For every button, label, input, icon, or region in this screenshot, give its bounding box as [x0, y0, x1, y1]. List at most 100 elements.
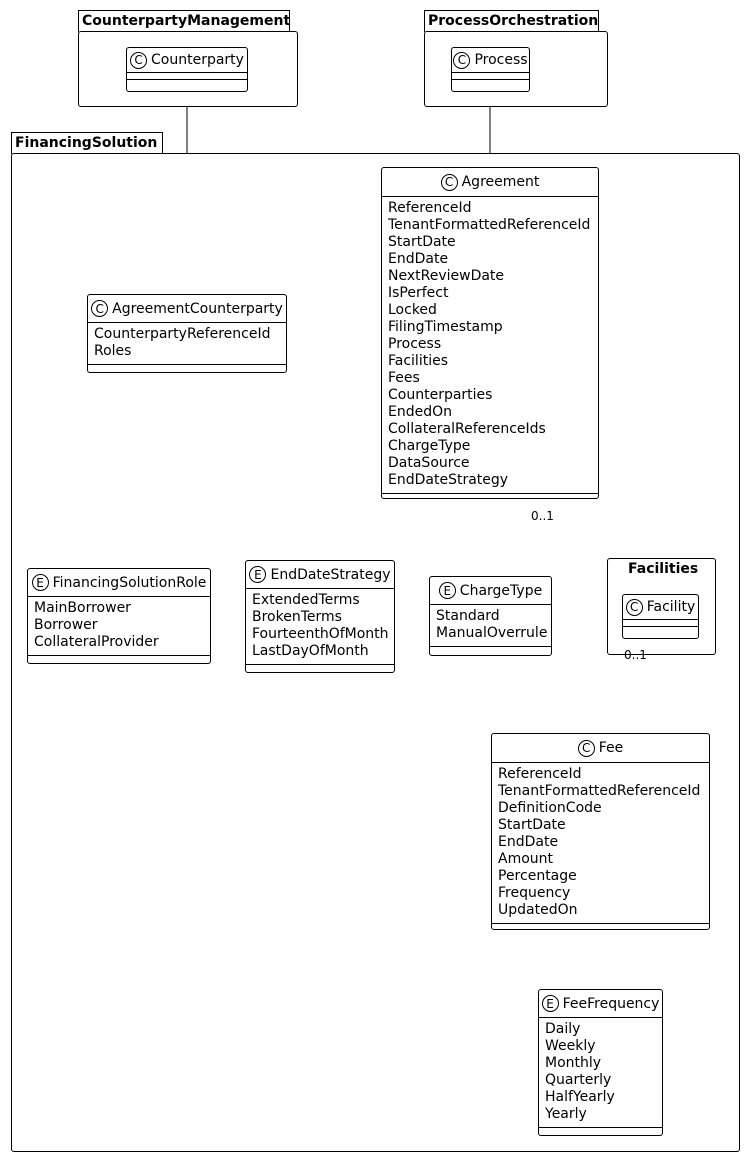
class-name: Agreement — [461, 174, 540, 190]
attribute: EndDate — [388, 251, 449, 267]
class-name: Process — [474, 52, 528, 68]
attribute: Frequency — [498, 885, 571, 901]
enum-value: BrokenTerms — [252, 609, 342, 625]
attribute: Percentage — [498, 868, 577, 884]
attribute: EndedOn — [388, 404, 452, 420]
package-title-counterparty-management: CounterpartyManagement — [82, 13, 291, 29]
class-badge-icon: C — [453, 51, 471, 69]
class-badge-icon: C — [91, 300, 109, 317]
package-tab-process-orchestration: ProcessOrchestration — [424, 10, 599, 32]
enum-name: ChargeType — [459, 582, 543, 599]
attribute: StartDate — [498, 817, 566, 833]
attribute: TenantFormattedReferenceId — [498, 783, 701, 799]
attribute: CounterpartyReferenceId — [94, 326, 271, 342]
attribute: CollateralReferenceIds — [388, 421, 546, 437]
enum-value: Yearly — [545, 1106, 587, 1122]
enum-value: Weekly — [545, 1038, 596, 1054]
attribute: ReferenceId — [498, 766, 582, 782]
enum-name: FeeFrequency — [562, 995, 660, 1012]
attribute: DefinitionCode — [498, 800, 602, 816]
attribute: IsPerfect — [388, 285, 449, 301]
class-header: C Fee — [492, 734, 709, 762]
attribute: Facilities — [388, 353, 448, 369]
enum-value: ManualOverrule — [436, 625, 548, 641]
class-name: Facility — [646, 599, 696, 615]
enum-header: E FinancingSolutionRole — [28, 569, 210, 596]
attribute: ChargeType — [388, 438, 471, 454]
multiplicity-facility-fee: 0..1 — [624, 648, 647, 662]
class-header: C Process — [452, 48, 529, 72]
class-header: C Counterparty — [127, 48, 247, 72]
attribute: ReferenceId — [388, 200, 472, 216]
attribute: Counterparties — [388, 387, 493, 403]
attribute: Amount — [498, 851, 554, 867]
enum-fee-frequency[interactable]: E FeeFrequency Daily Weekly Monthly Quar… — [538, 989, 663, 1136]
enum-value: Monthly — [545, 1055, 602, 1071]
class-name: Fee — [598, 740, 624, 756]
package-title-financing-solution: FinancingSolution — [15, 135, 158, 151]
attribute: Process — [388, 336, 442, 352]
package-title-process-orchestration: ProcessOrchestration — [428, 13, 599, 29]
class-name: Counterparty — [151, 52, 244, 68]
package-tab-financing-solution: FinancingSolution — [11, 132, 163, 154]
enum-end-date-strategy[interactable]: E EndDateStrategy ExtendedTerms BrokenTe… — [245, 560, 395, 673]
attribute: UpdatedOn — [498, 902, 578, 918]
class-counterparty[interactable]: C Counterparty — [126, 47, 248, 92]
package-title-facilities: Facilities — [628, 561, 699, 577]
class-badge-icon: C — [130, 51, 148, 69]
attribute: FilingTimestamp — [388, 319, 503, 335]
enum-value-list: MainBorrower Borrower CollateralProvider — [28, 597, 210, 655]
attribute: DataSource — [388, 455, 470, 471]
package-tab-counterparty-management: CounterpartyManagement — [78, 10, 290, 32]
enum-badge-icon: E — [541, 995, 559, 1012]
attribute: StartDate — [388, 234, 456, 250]
enum-badge-icon: E — [31, 574, 49, 591]
enum-charge-type[interactable]: E ChargeType Standard ManualOverrule — [429, 576, 552, 656]
class-agreement[interactable]: C Agreement ReferenceId TenantFormattedR… — [381, 167, 599, 499]
enum-financing-solution-role[interactable]: E FinancingSolutionRole MainBorrower Bor… — [27, 568, 211, 664]
enum-value: HalfYearly — [545, 1089, 615, 1105]
enum-badge-icon: E — [438, 582, 456, 599]
enum-name: FinancingSolutionRole — [52, 574, 207, 591]
enum-value: FourteenthOfMonth — [252, 626, 389, 642]
enum-name: EndDateStrategy — [270, 566, 391, 583]
enum-value: LastDayOfMonth — [252, 643, 369, 659]
multiplicity-agreement-fee: 0..1 — [531, 509, 554, 523]
attribute: TenantFormattedReferenceId — [388, 217, 591, 233]
attribute-list: CounterpartyReferenceId Roles — [88, 323, 286, 364]
class-badge-icon: C — [440, 173, 458, 191]
attribute-list: ReferenceId TenantFormattedReferenceId D… — [492, 763, 709, 923]
class-header: C Facility — [623, 595, 698, 619]
class-process[interactable]: C Process — [451, 47, 530, 92]
attribute: Locked — [388, 302, 437, 318]
attribute: Fees — [388, 370, 420, 386]
attribute: NextReviewDate — [388, 268, 505, 284]
attribute: EndDateStrategy — [388, 472, 509, 488]
enum-value-list: ExtendedTerms BrokenTerms FourteenthOfMo… — [246, 589, 394, 664]
attribute: EndDate — [498, 834, 559, 850]
enum-value: ExtendedTerms — [252, 592, 360, 608]
enum-value: Quarterly — [545, 1072, 612, 1088]
attribute-list: ReferenceId TenantFormattedReferenceId S… — [382, 197, 598, 493]
enum-header: E EndDateStrategy — [246, 561, 394, 588]
class-header: C Agreement — [382, 168, 598, 196]
class-facility[interactable]: C Facility — [622, 594, 699, 639]
class-name: AgreementCounterparty — [112, 300, 283, 317]
enum-header: E ChargeType — [430, 577, 551, 604]
enum-value-list: Standard ManualOverrule — [430, 605, 551, 646]
enum-header: E FeeFrequency — [539, 990, 662, 1017]
enum-value: CollateralProvider — [34, 634, 159, 650]
class-badge-icon: C — [625, 598, 643, 616]
enum-value: Standard — [436, 608, 500, 624]
class-badge-icon: C — [577, 739, 595, 757]
class-header: C AgreementCounterparty — [88, 295, 286, 322]
attribute: Roles — [94, 343, 132, 359]
enum-value: Borrower — [34, 617, 98, 633]
enum-badge-icon: E — [249, 566, 267, 583]
enum-value: Daily — [545, 1021, 581, 1037]
class-fee[interactable]: C Fee ReferenceId TenantFormattedReferen… — [491, 733, 710, 930]
enum-value-list: Daily Weekly Monthly Quarterly HalfYearl… — [539, 1018, 662, 1127]
class-agreement-counterparty[interactable]: C AgreementCounterparty CounterpartyRefe… — [87, 294, 287, 373]
enum-value: MainBorrower — [34, 600, 131, 616]
